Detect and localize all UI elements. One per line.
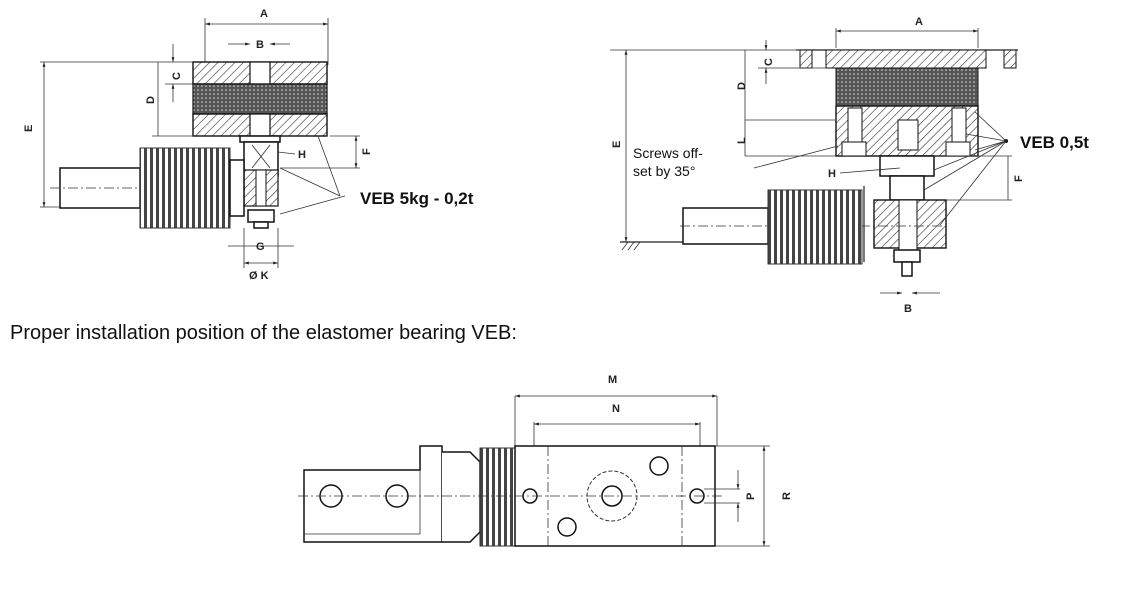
dim-label-b-2: B <box>904 303 912 315</box>
dim-label-h-2: H <box>828 168 836 180</box>
dim-label-r: R <box>781 492 793 500</box>
dim-label-f: F <box>361 148 373 155</box>
dim-label-c: C <box>171 72 183 80</box>
dim-label-n: N <box>612 403 620 415</box>
dim-label-m: M <box>608 374 617 386</box>
dim-label-c-2: C <box>763 58 775 66</box>
dim-label-a-2: A <box>915 16 923 28</box>
dim-label-e: E <box>23 125 35 132</box>
dim-label-l: L <box>736 137 748 144</box>
figure1-title: VEB 5kg - 0,2t <box>360 189 474 208</box>
installation-caption: Proper installation position of the elas… <box>10 322 517 344</box>
dim-label-d: D <box>145 96 157 104</box>
dim-label-k: Ø K <box>249 270 269 282</box>
figure2-title: VEB 0,5t <box>1020 133 1089 152</box>
screws-note-line1: Screws off- <box>633 145 703 161</box>
dim-label-d-2: D <box>736 82 748 90</box>
dim-label-f-2: F <box>1013 175 1025 182</box>
dim-label-h: H <box>298 149 306 161</box>
figure-veb-05t: A B C D <box>610 16 1089 315</box>
dim-label-g: G <box>256 241 265 253</box>
figure-installation-position: M N P R <box>298 374 793 547</box>
dim-label-a: A <box>260 8 268 20</box>
screws-note-line2: set by 35° <box>633 163 695 179</box>
dim-label-b: B <box>256 39 264 51</box>
dim-label-p: P <box>745 493 757 500</box>
dim-label-e-2: E <box>611 141 623 148</box>
figure-veb-5kg-02t: A B C D E <box>23 8 474 282</box>
